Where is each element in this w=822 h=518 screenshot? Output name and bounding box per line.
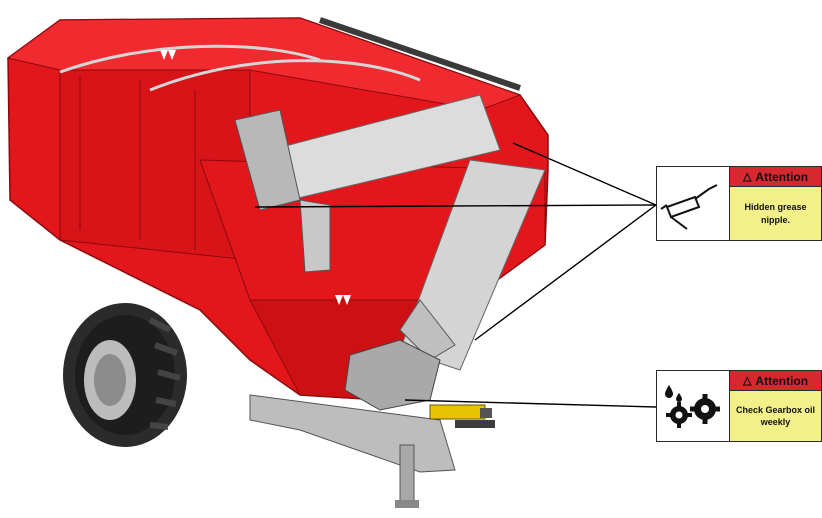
drawbar-frame: [249, 394, 456, 508]
unloading-auger: [234, 94, 546, 371]
attention-title: Attention: [755, 373, 809, 388]
callout-lines: [254, 142, 657, 408]
warning-triangle-icon: △: [742, 171, 752, 183]
gearbox-oil-icon: [657, 371, 731, 441]
gearbox: [344, 339, 495, 428]
warning-triangle-icon: △: [742, 375, 752, 387]
tyre: [63, 303, 187, 447]
attention-message: Check Gearbox oil weekly: [729, 391, 821, 441]
attention-header: △ Attention: [729, 167, 821, 187]
gearbox-attention-label: △ Attention Check Gearbox oil weekly: [656, 370, 822, 442]
attention-title: Attention: [755, 169, 809, 184]
grease-attention-label: △ Attention Hidden grease nipple.: [656, 166, 822, 241]
grease-gun-icon: [657, 167, 731, 240]
attention-message: Hidden grease nipple.: [729, 187, 821, 240]
attention-header: △ Attention: [729, 371, 821, 391]
